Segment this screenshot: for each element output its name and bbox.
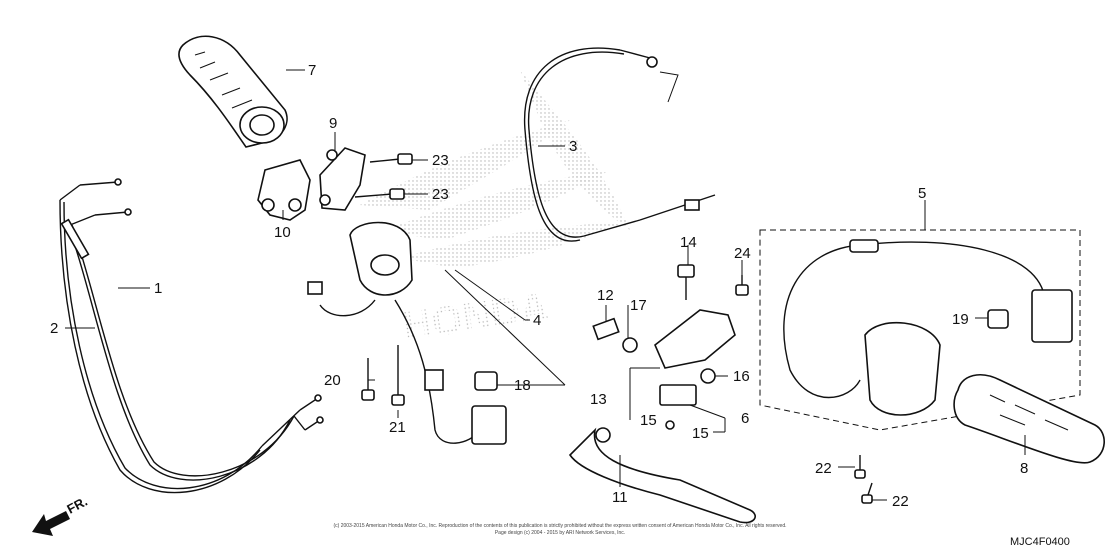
callout-6: 6 bbox=[741, 410, 749, 427]
fr-label: FR. bbox=[64, 494, 90, 517]
screw-23-upper bbox=[369, 153, 413, 165]
snap-ring-17 bbox=[622, 337, 638, 353]
callout-23-lower: 23 bbox=[432, 186, 449, 203]
honda-wing-watermark: HONDA bbox=[360, 70, 630, 349]
callout-7: 7 bbox=[308, 62, 316, 79]
right-switch-assembly bbox=[759, 229, 1081, 431]
callout-14: 14 bbox=[680, 234, 697, 251]
connector-cover-19 bbox=[987, 309, 1009, 329]
callout-8: 8 bbox=[1020, 460, 1028, 477]
clutch-switch-12 bbox=[592, 317, 620, 341]
watermark-text: HONDA bbox=[400, 285, 551, 349]
left-switch-housing bbox=[307, 221, 507, 445]
callout-11: 11 bbox=[612, 489, 628, 506]
callout-1: 1 bbox=[154, 280, 162, 297]
front-direction-arrow: FR. bbox=[32, 494, 90, 536]
clutch-cable bbox=[523, 47, 716, 242]
callout-15-left: 15 bbox=[640, 412, 657, 429]
callout-10: 10 bbox=[274, 224, 291, 241]
callout-22-upper: 22 bbox=[815, 460, 832, 477]
throttle-housing bbox=[257, 147, 366, 221]
callout-5: 5 bbox=[918, 185, 926, 202]
screw-22-upper bbox=[854, 455, 866, 479]
bolt-20 bbox=[361, 358, 375, 401]
callout-20: 20 bbox=[324, 372, 341, 389]
callout-12: 12 bbox=[597, 287, 614, 304]
throttle-cables bbox=[59, 178, 324, 494]
diagram-code: MJC4F0400 bbox=[1010, 536, 1070, 548]
leader-lines bbox=[65, 69, 1026, 501]
callout-2: 2 bbox=[50, 320, 58, 337]
callout-21: 21 bbox=[389, 419, 406, 436]
connector-cover-18 bbox=[474, 371, 498, 391]
callout-17: 17 bbox=[630, 297, 647, 314]
callout-19: 19 bbox=[952, 311, 969, 328]
clutch-lever bbox=[568, 427, 756, 524]
copyright-line-2: Page design (c) 2004 - 2015 by ARI Netwo… bbox=[495, 530, 625, 536]
nut-16 bbox=[700, 368, 716, 384]
clutch-switch-6 bbox=[659, 384, 697, 430]
callout-4: 4 bbox=[533, 312, 541, 329]
left-grip bbox=[178, 35, 288, 148]
callout-15-right: 15 bbox=[692, 425, 709, 442]
lever-pivot bbox=[595, 427, 611, 443]
right-grip bbox=[953, 374, 1105, 464]
callout-labels: 7 9 23 23 10 1 2 3 4 18 20 21 12 17 14 2… bbox=[50, 62, 1028, 510]
copyright-line-1: (c) 2003-2015 American Honda Motor Co., … bbox=[333, 523, 786, 529]
bolt-24 bbox=[735, 275, 749, 296]
screw-23-lower bbox=[354, 188, 405, 200]
callout-16: 16 bbox=[733, 368, 750, 385]
callout-23-upper: 23 bbox=[432, 152, 449, 169]
lever-bracket bbox=[654, 309, 736, 369]
pivot-bolt-14 bbox=[677, 264, 695, 300]
callout-9: 9 bbox=[329, 115, 337, 132]
callout-22-lower: 22 bbox=[892, 493, 909, 510]
screw-22-lower bbox=[861, 482, 873, 504]
bolt-21 bbox=[391, 345, 405, 406]
callout-13: 13 bbox=[590, 391, 607, 408]
callout-18: 18 bbox=[514, 377, 531, 394]
callout-3: 3 bbox=[569, 138, 577, 155]
callout-24: 24 bbox=[734, 245, 751, 262]
